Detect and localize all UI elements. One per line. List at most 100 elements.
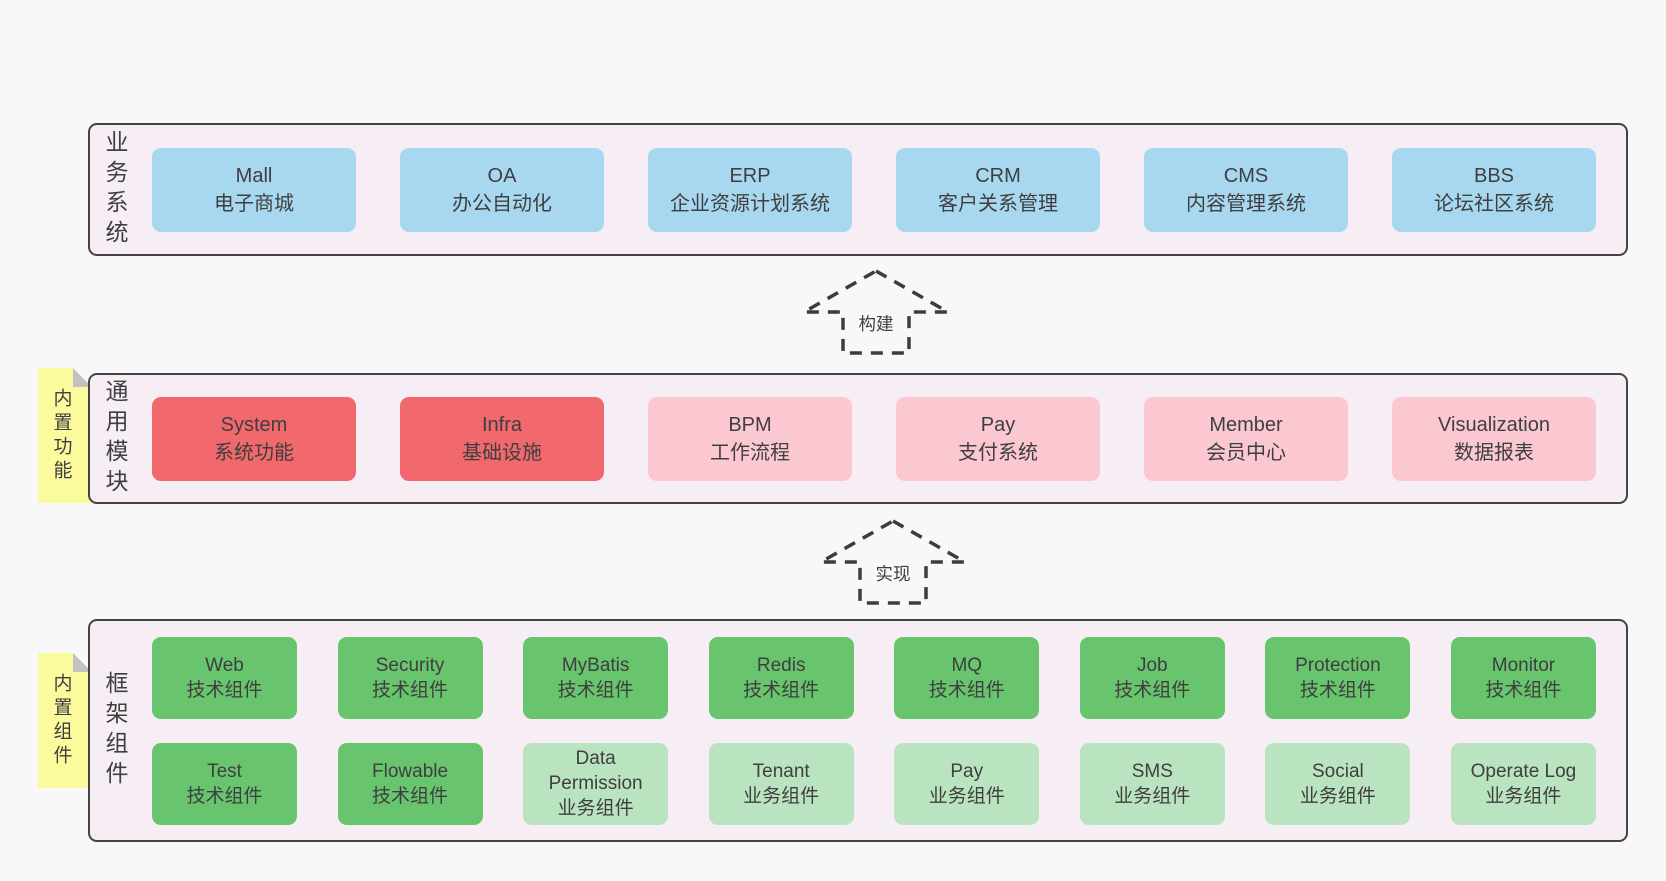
box-title: Operate Log: [1470, 760, 1577, 782]
panel-label-business-systems: 业务系统: [102, 129, 128, 250]
box-title: MQ: [951, 654, 983, 676]
box-subtitle: 支付系统: [958, 441, 1038, 464]
box-subtitle: 数据报表: [1454, 441, 1534, 464]
box-test: Test 技术组件: [152, 742, 297, 825]
box-subtitle: 基础设施: [462, 441, 542, 464]
box-subtitle: 技术组件: [1485, 679, 1562, 701]
box-protection: Protection 技术组件: [1265, 636, 1411, 719]
box-subtitle: 技术组件: [372, 679, 449, 701]
box-subtitle: 客户关系管理: [938, 192, 1058, 215]
sticky-note-builtin-features: 内置功能: [38, 368, 92, 503]
build-arrow-label: 构建: [854, 311, 898, 336]
box-subtitle: 技术组件: [186, 785, 263, 807]
components-row-1: Web 技术组件 Security 技术组件 MyBatis 技术组件 Redi…: [152, 636, 1596, 719]
box-subtitle: 技术组件: [186, 679, 263, 701]
box-title: Pay: [950, 760, 984, 782]
box-pay-module: Pay 支付系统: [896, 396, 1100, 481]
box-erp: ERP 企业资源计划系统: [648, 147, 852, 232]
box-title: Data Permission: [548, 748, 643, 794]
box-title: CMS: [1223, 164, 1269, 187]
note-text: 内置组件: [50, 672, 72, 769]
box-title: ERP: [729, 164, 771, 187]
box-title: Infra: [481, 413, 523, 436]
box-title: BPM: [728, 413, 772, 436]
box-web: Web 技术组件: [152, 636, 297, 719]
box-crm: CRM 客户关系管理: [896, 147, 1100, 232]
box-title: CRM: [975, 164, 1021, 187]
box-subtitle: 业务组件: [1485, 785, 1562, 807]
box-subtitle: 论坛社区系统: [1434, 192, 1554, 215]
box-job: Job 技术组件: [1079, 636, 1225, 719]
box-infra: Infra 基础设施: [400, 396, 604, 481]
box-mq: MQ 技术组件: [894, 636, 1040, 719]
box-subtitle: 企业资源计划系统: [670, 192, 830, 215]
box-title: Visualization: [1438, 413, 1550, 436]
sticky-note-builtin-components: 内置组件: [38, 653, 92, 788]
box-subtitle: 业务组件: [557, 798, 634, 819]
box-mybatis: MyBatis 技术组件: [523, 636, 669, 719]
implement-arrow-icon: [814, 518, 972, 605]
box-subtitle: 办公自动化: [452, 192, 552, 215]
modules-boxes-row: System 系统功能 Infra 基础设施 BPM 工作流程 Pay 支付系统…: [152, 396, 1596, 481]
box-subtitle: 技术组件: [743, 679, 820, 701]
box-title: Social: [1312, 760, 1364, 782]
box-redis: Redis 技术组件: [708, 636, 854, 719]
box-subtitle: 技术组件: [372, 785, 449, 807]
box-title: Member: [1209, 413, 1283, 436]
box-subtitle: 业务组件: [1299, 785, 1376, 807]
box-title: Tenant: [752, 760, 810, 782]
box-subtitle: 会员中心: [1206, 441, 1286, 464]
box-flowable: Flowable 技术组件: [337, 742, 483, 825]
box-security: Security 技术组件: [337, 636, 483, 719]
box-pay-component: Pay 业务组件: [894, 742, 1040, 825]
box-title: Flowable: [372, 760, 449, 782]
box-subtitle: 技术组件: [1299, 679, 1376, 701]
panel-common-modules: 通用模块 System 系统功能 Infra 基础设施 BPM 工作流程 Pay…: [88, 373, 1628, 504]
box-monitor: Monitor 技术组件: [1450, 636, 1596, 719]
box-data-permission: Data Permission 业务组件: [523, 742, 669, 825]
panel-business-systems: 业务系统 Mall 电子商城 OA 办公自动化 ERP 企业资源计划系统 CRM…: [88, 123, 1628, 256]
box-social: Social 业务组件: [1265, 742, 1411, 825]
box-operate-log: Operate Log 业务组件: [1450, 742, 1596, 825]
box-subtitle: 工作流程: [710, 441, 790, 464]
box-title: Monitor: [1491, 654, 1556, 676]
box-subtitle: 业务组件: [743, 785, 820, 807]
implement-arrow-label: 实现: [871, 561, 915, 586]
components-rows: Web 技术组件 Security 技术组件 MyBatis 技术组件 Redi…: [152, 636, 1596, 825]
box-subtitle: 技术组件: [557, 679, 634, 701]
box-bpm: BPM 工作流程: [648, 396, 852, 481]
business-boxes-row: Mall 电子商城 OA 办公自动化 ERP 企业资源计划系统 CRM 客户关系…: [152, 147, 1596, 232]
components-row-2: Test 技术组件 Flowable 技术组件 Data Permission …: [152, 742, 1596, 825]
box-subtitle: 技术组件: [1114, 679, 1191, 701]
box-title: SMS: [1131, 760, 1173, 782]
build-arrow-icon: [797, 268, 955, 355]
box-title: Test: [207, 760, 242, 782]
box-member: Member 会员中心: [1144, 396, 1348, 481]
box-title: Mall: [235, 164, 273, 187]
box-title: BBS: [1473, 164, 1515, 187]
box-subtitle: 电子商城: [214, 192, 294, 215]
box-title: Job: [1136, 654, 1168, 676]
box-subtitle: 系统功能: [214, 441, 294, 464]
note-text: 内置功能: [50, 387, 72, 484]
box-cms: CMS 内容管理系统: [1144, 147, 1348, 232]
box-subtitle: 业务组件: [928, 785, 1005, 807]
panel-label-common-modules: 通用模块: [102, 378, 128, 499]
box-tenant: Tenant 业务组件: [708, 742, 854, 825]
box-title: Web: [205, 654, 244, 676]
box-title: Pay: [980, 413, 1016, 436]
box-subtitle: 内容管理系统: [1186, 192, 1306, 215]
box-oa: OA 办公自动化: [400, 147, 604, 232]
box-title: Security: [375, 654, 445, 676]
box-title: System: [220, 413, 288, 436]
panel-framework-components: 框架组件 Web 技术组件 Security 技术组件 MyBatis 技术组件…: [88, 619, 1628, 842]
box-title: MyBatis: [561, 654, 630, 676]
box-title: OA: [487, 164, 517, 187]
box-title: Protection: [1295, 654, 1381, 676]
panel-label-framework-components: 框架组件: [102, 670, 128, 791]
box-visualization: Visualization 数据报表: [1392, 396, 1596, 481]
box-subtitle: 业务组件: [1114, 785, 1191, 807]
box-sms: SMS 业务组件: [1079, 742, 1225, 825]
box-title: Redis: [756, 654, 806, 676]
